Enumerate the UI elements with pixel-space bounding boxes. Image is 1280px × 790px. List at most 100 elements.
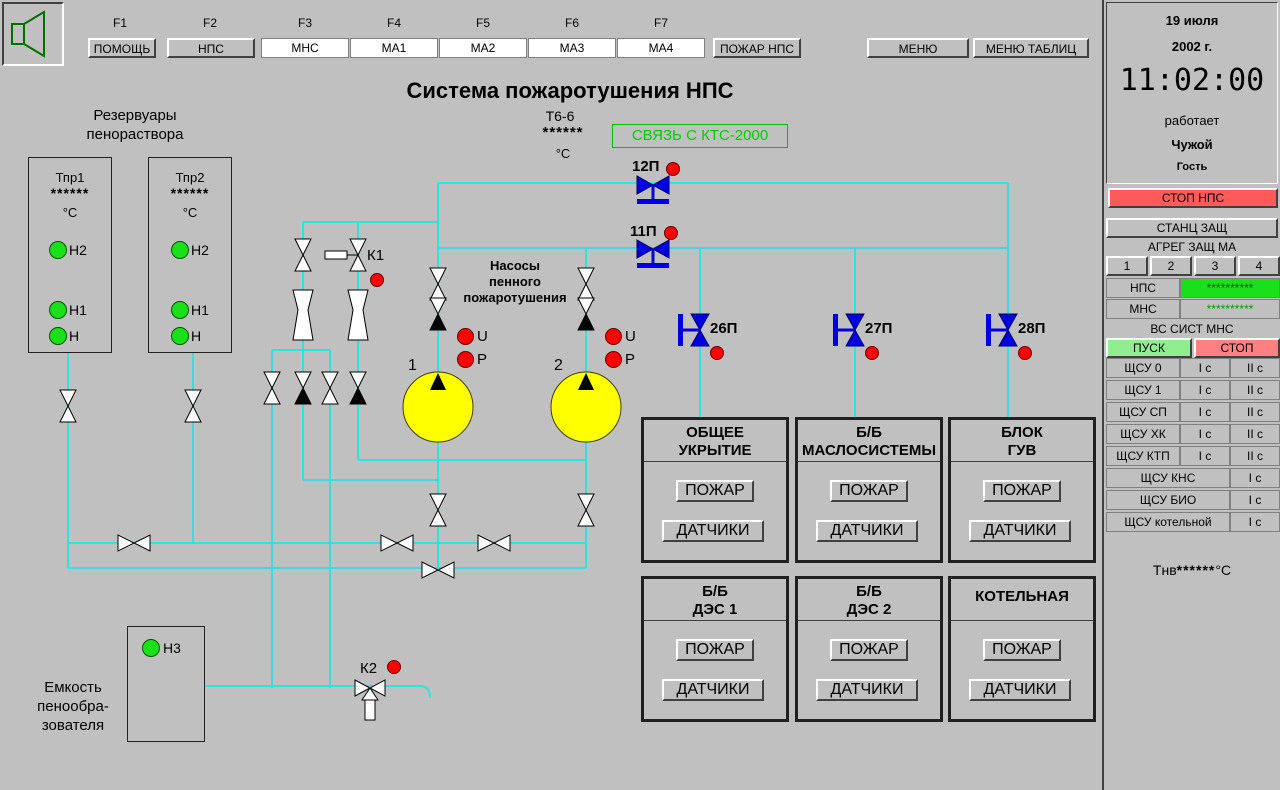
zone-3-sensors-button[interactable]: ДАТЧИКИ: [969, 520, 1071, 542]
container-h3-indicator: [142, 639, 160, 657]
zone-2-sensors-button[interactable]: ДАТЧИКИ: [816, 520, 918, 542]
zone-1-sensors-button[interactable]: ДАТЧИКИ: [662, 520, 764, 542]
shsu-bio-c1[interactable]: I с: [1230, 490, 1280, 510]
user-role: Гость: [1176, 161, 1208, 173]
zone-5-fire-button[interactable]: ПОЖАР: [830, 639, 908, 661]
ma2-button[interactable]: МА2: [439, 38, 527, 58]
page-title: Система пожаротушения НПС: [406, 78, 734, 103]
vs-system-label: ВС СИСТ МНС: [1150, 322, 1234, 336]
shsu-bio-name: ЩСУ БИО: [1106, 490, 1230, 510]
ma4-button[interactable]: МА4: [617, 38, 705, 58]
agg-1-button[interactable]: 1: [1106, 256, 1148, 276]
zone-6-sensors-button[interactable]: ДАТЧИКИ: [969, 679, 1071, 701]
agg-4-button[interactable]: 4: [1238, 256, 1280, 276]
shsu-kns-c1[interactable]: I с: [1230, 468, 1280, 488]
fkey-f6: F6: [564, 16, 579, 30]
ma1-button[interactable]: МА1: [350, 38, 438, 58]
t6-unit: °С: [555, 146, 571, 161]
t6-value: ******: [542, 124, 584, 141]
tank-tpr2[interactable]: Тпр2 ****** °С Н2 Н1 Н: [148, 157, 232, 353]
fkey-f4: F4: [386, 16, 401, 30]
pump-2-p-indicator: [605, 351, 622, 368]
ma3-button[interactable]: МА3: [528, 38, 616, 58]
shsu-hk-c2[interactable]: II с: [1230, 424, 1280, 444]
pump-1-p-indicator: [457, 351, 474, 368]
stop-button[interactable]: СТОП: [1194, 338, 1280, 358]
valve-12p-label: 12П: [632, 158, 660, 175]
tnv-readout: Тнв******°С: [1152, 562, 1232, 578]
reservoirs-title: Резервуары пенораствора: [86, 107, 184, 143]
pump-2-number: 2: [554, 357, 563, 374]
t6-label: Т6-6: [545, 108, 575, 124]
agg-3-button[interactable]: 3: [1194, 256, 1236, 276]
fkey-f5: F5: [475, 16, 490, 30]
shsu-0-c1[interactable]: I с: [1180, 358, 1230, 378]
shsu-0-c2[interactable]: II с: [1230, 358, 1280, 378]
user-name: Чужой: [1171, 137, 1213, 152]
start-button[interactable]: ПУСК: [1106, 338, 1192, 358]
mns-button[interactable]: МНС: [261, 38, 349, 58]
fire-nps-button[interactable]: ПОЖАР НПС: [713, 38, 801, 58]
zone-4-sensors-button[interactable]: ДАТЧИКИ: [662, 679, 764, 701]
valve-11p-label: 11П: [630, 223, 657, 240]
zone-5-sensors-button[interactable]: ДАТЧИКИ: [816, 679, 918, 701]
shsu-hk-c1[interactable]: I с: [1180, 424, 1230, 444]
mns-status-label: МНС: [1106, 299, 1180, 319]
nps-status-value: **********: [1180, 278, 1280, 298]
pumps-title: Насосы пенного пожаротушения: [463, 258, 567, 305]
shsu-1-c1[interactable]: I с: [1180, 380, 1230, 400]
status-box: 19 июля 2002 г. 11:02:00 работает Чужой …: [1106, 2, 1278, 184]
station-protection-button[interactable]: СТАНЦ ЗАЩ: [1106, 218, 1278, 238]
link-status: СВЯЗЬ С КТС-2000: [612, 124, 788, 148]
fkey-f2: F2: [202, 16, 217, 30]
shsu-kns-name: ЩСУ КНС: [1106, 468, 1230, 488]
shsu-sp-name: ЩСУ СП: [1106, 402, 1180, 422]
shsu-boiler-name: ЩСУ котельной: [1106, 512, 1230, 532]
menu-button[interactable]: МЕНЮ: [867, 38, 969, 58]
valve-k1-indicator: [370, 273, 384, 287]
date-line-1: 19 июля: [1165, 13, 1219, 28]
zone-1-fire-button[interactable]: ПОЖАР: [676, 480, 754, 502]
valve-k2-label: К2: [360, 660, 378, 677]
tank-2-h2-indicator: [171, 241, 189, 259]
tank-tpr1[interactable]: Тпр1 ****** °С Н2 Н1 Н: [28, 157, 112, 353]
stop-nps-button[interactable]: СТОП НПС: [1108, 188, 1278, 208]
valve-k1-label: К1: [367, 247, 385, 264]
agg-protection-label: АГРЕГ ЗАЩ МА: [1147, 240, 1237, 254]
shsu-1-c2[interactable]: II с: [1230, 380, 1280, 400]
nps-status-label: НПС: [1106, 278, 1180, 298]
works-label: работает: [1164, 113, 1220, 128]
menu-tables-button[interactable]: МЕНЮ ТАБЛИЦ: [973, 38, 1089, 58]
tank-1-h2-indicator: [49, 241, 67, 259]
shsu-boiler-c1[interactable]: I с: [1230, 512, 1280, 532]
tank-2-h1-indicator: [171, 301, 189, 319]
zone-3-fire-button[interactable]: ПОЖАР: [983, 480, 1061, 502]
zone-4-fire-button[interactable]: ПОЖАР: [676, 639, 754, 661]
help-button[interactable]: ПОМОЩЬ: [88, 38, 156, 58]
foam-container-label: Емкость пенообра- зователя: [37, 679, 109, 734]
pump-1-p-label: P: [477, 351, 488, 368]
shsu-0-name: ЩСУ 0: [1106, 358, 1180, 378]
valve-28p-label: 28П: [1018, 320, 1046, 337]
nps-button[interactable]: НПС: [167, 38, 255, 58]
mns-status-value: **********: [1180, 299, 1280, 319]
fkey-f1: F1: [112, 16, 127, 30]
foam-container[interactable]: Н3: [127, 626, 205, 742]
valve-26p-label: 26П: [710, 320, 738, 337]
shsu-ktp-c2[interactable]: II с: [1230, 446, 1280, 466]
shsu-sp-c1[interactable]: I с: [1180, 402, 1230, 422]
tank-1-h-indicator: [49, 327, 67, 345]
tank-2-h-indicator: [171, 327, 189, 345]
shsu-ktp-c1[interactable]: I с: [1180, 446, 1230, 466]
agg-2-button[interactable]: 2: [1150, 256, 1192, 276]
valve-26p-indicator: [710, 346, 724, 360]
shsu-sp-c2[interactable]: II с: [1230, 402, 1280, 422]
zone-6-fire-button[interactable]: ПОЖАР: [983, 639, 1061, 661]
valve-12p-indicator: [666, 162, 680, 176]
zone-2-fire-button[interactable]: ПОЖАР: [830, 480, 908, 502]
sound-toggle[interactable]: [2, 2, 64, 66]
